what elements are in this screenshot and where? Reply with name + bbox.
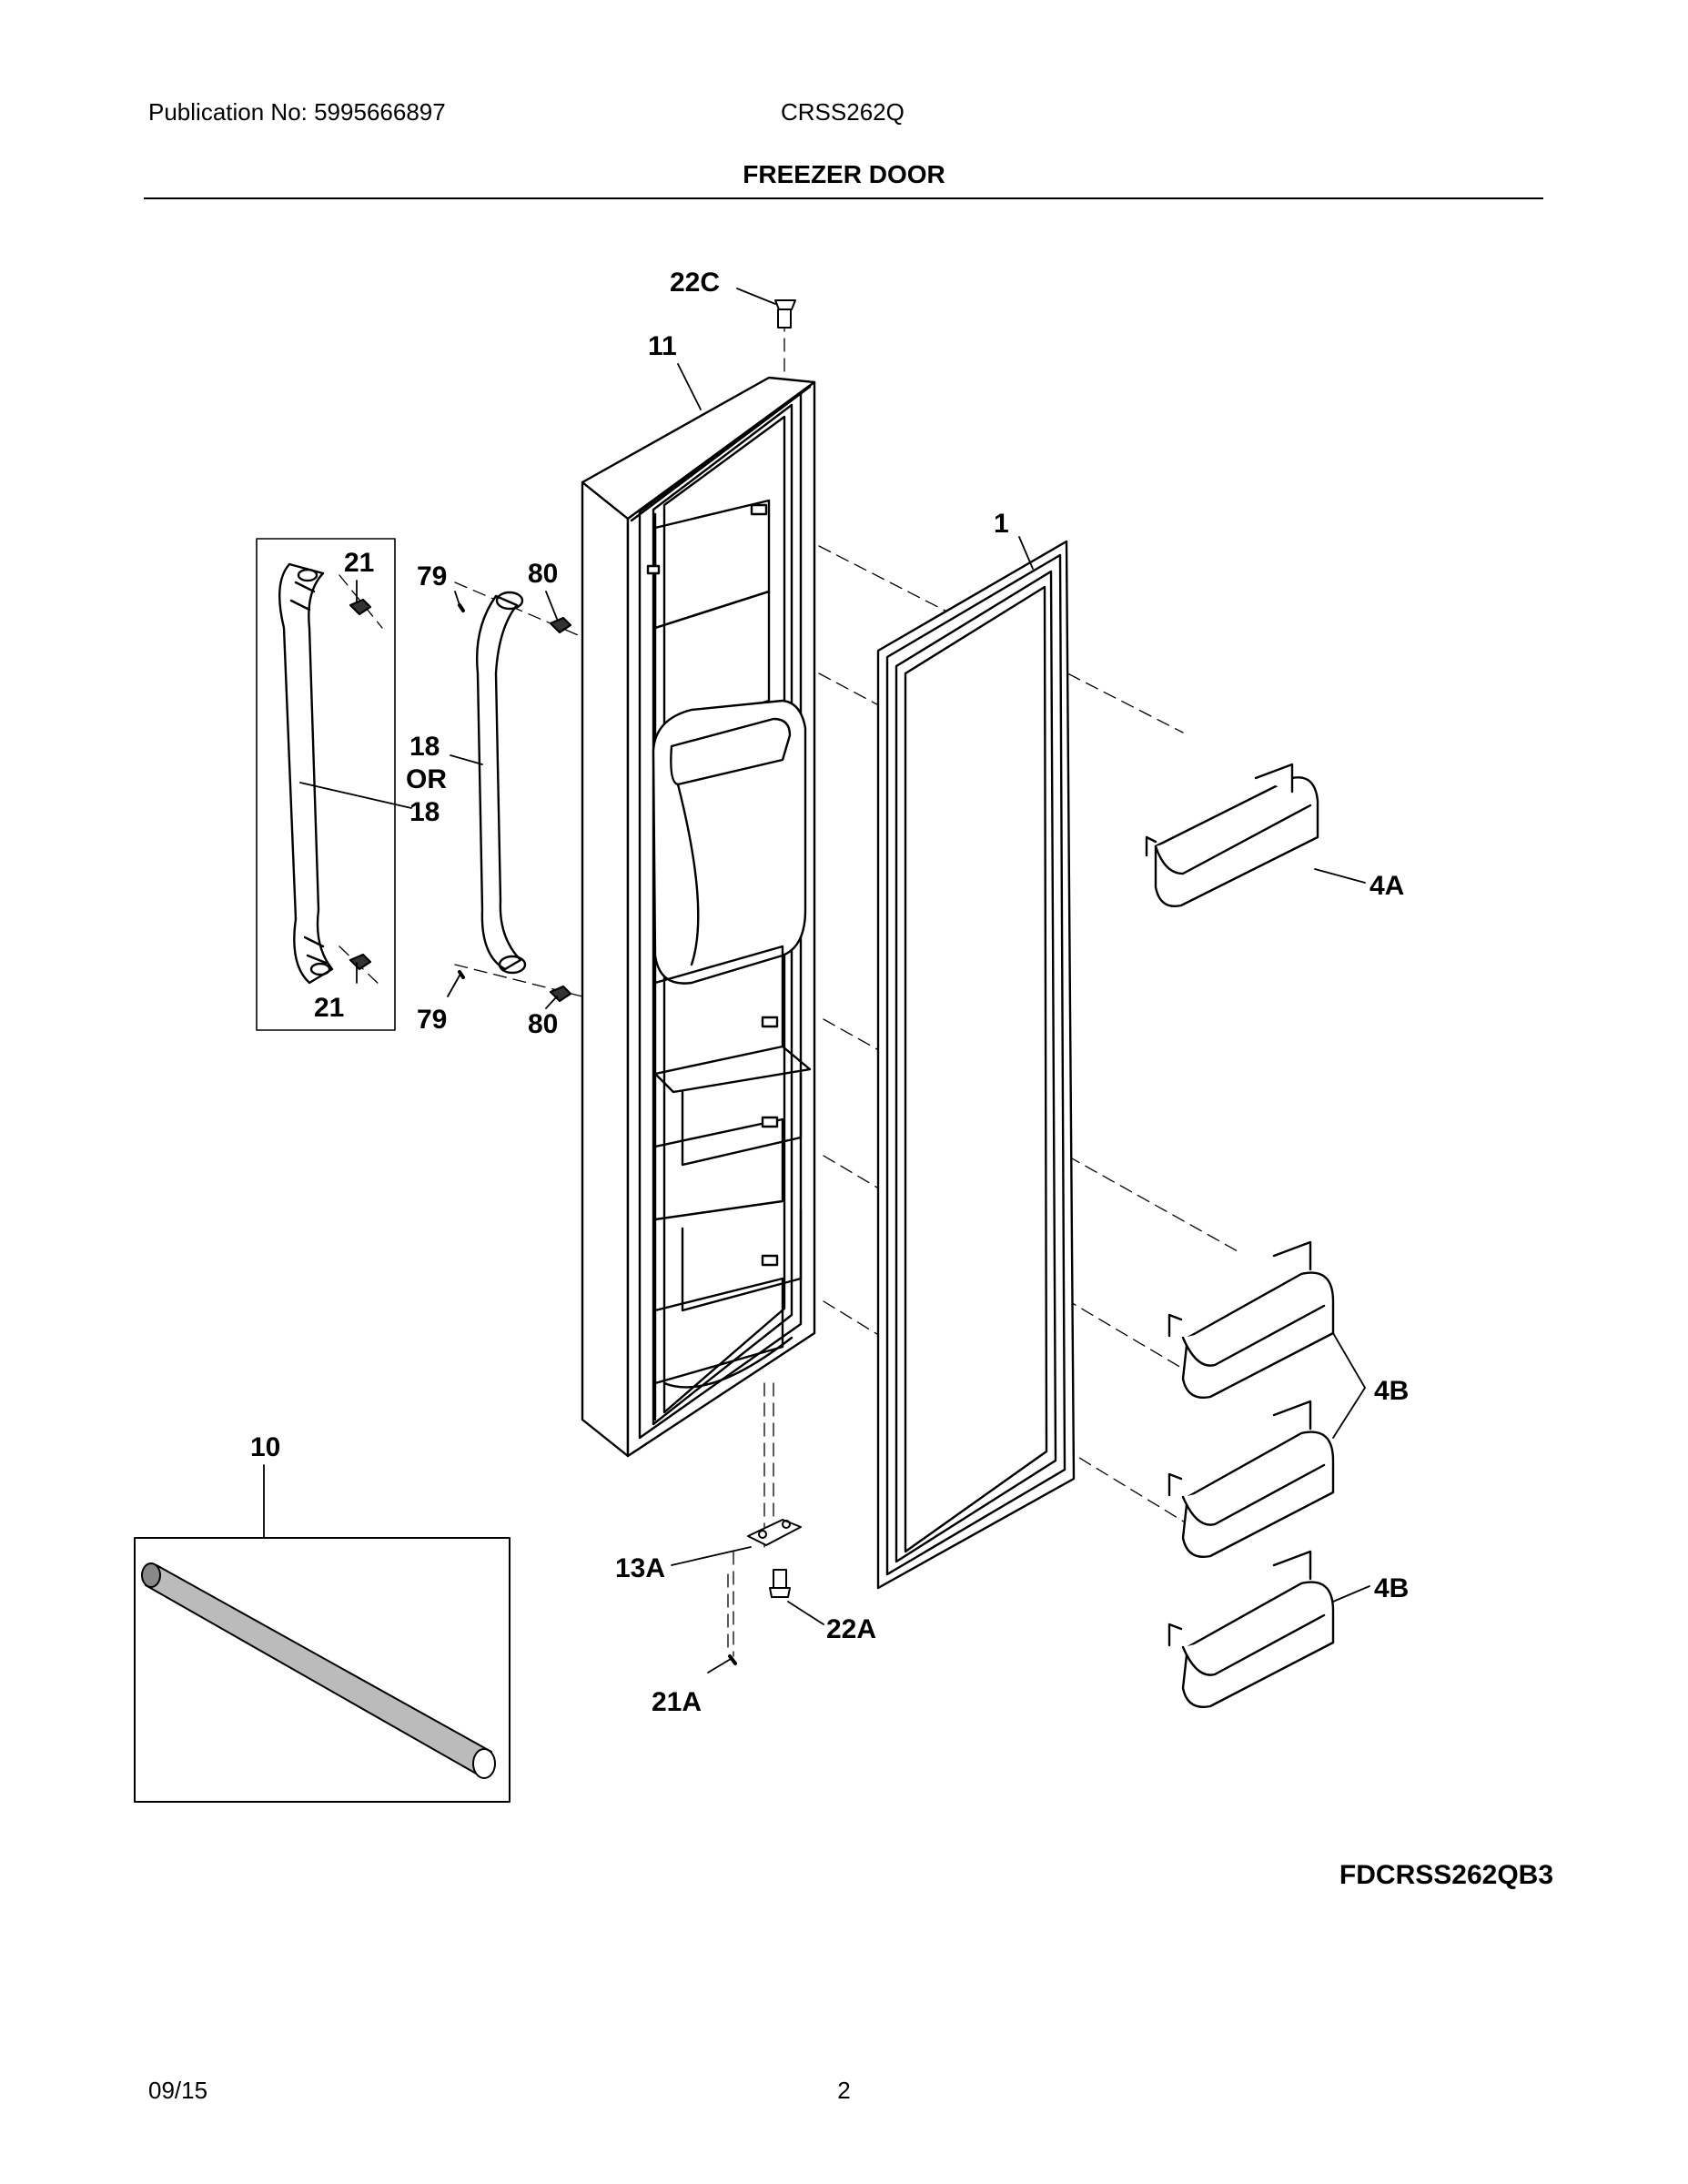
page-number: 2 [837,2077,851,2104]
screw-80-top [549,616,572,634]
model-number: CRSS262Q [781,98,905,126]
screw-21-bottom [349,953,372,971]
label-11: 11 [648,331,677,361]
screw-80-bottom [549,985,572,1003]
label-80-top: 80 [528,559,558,589]
label-18a: 18 [409,732,440,762]
door-bin-4b-3 [1167,1550,1335,1708]
label-13a: 13A [615,1553,665,1583]
pin-79-bottom [458,970,465,979]
label-80-bottom: 80 [528,1009,558,1039]
label-22a: 22A [826,1614,876,1644]
label-21-top: 21 [344,548,374,578]
handle-b [476,591,527,975]
handle-a [278,562,334,985]
label-or: OR [406,764,447,794]
diagram-code: FDCRSS262QB3 [1339,1860,1553,1890]
label-1: 1 [994,509,1009,539]
tube-10 [141,1562,496,1779]
label-18b: 18 [409,797,440,827]
bracket-13a [747,1519,802,1546]
publication-number: Publication No: 5995666897 [148,98,446,126]
label-4b-upper: 4B [1374,1376,1409,1406]
label-22c: 22C [670,268,720,298]
hinge-pin-22c [774,299,796,329]
bushing-22a [769,1569,791,1598]
freezer-door [581,376,816,1458]
door-bin-4b-2 [1167,1400,1335,1558]
page-title: FREEZER DOOR [743,160,945,188]
label-79-bottom: 79 [417,1005,447,1035]
label-79-top: 79 [417,561,447,592]
label-21a: 21A [652,1687,702,1717]
door-bin-4b-1 [1167,1240,1335,1399]
handle-frame [256,538,396,1031]
leader-lines [263,288,1370,1673]
label-10: 10 [250,1432,280,1462]
label-4b-lower: 4B [1374,1573,1409,1603]
title-divider [144,197,1543,199]
pin-79-top [458,603,465,612]
tube-frame [134,1537,510,1803]
label-4a: 4A [1370,871,1404,901]
screw-21-top [349,598,372,616]
door-gasket [876,540,1076,1590]
footer-date: 09/15 [148,2077,208,2104]
screw-21a [728,1654,737,1665]
label-21-bottom: 21 [314,993,344,1023]
door-bin-4a [1145,763,1319,907]
